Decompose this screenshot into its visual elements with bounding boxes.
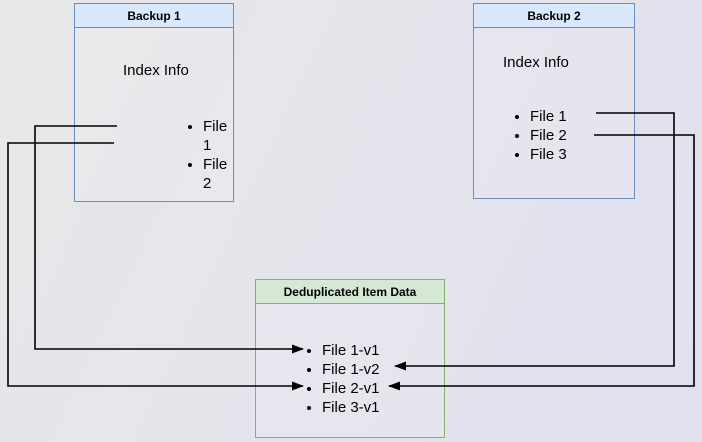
- backup2-file-list: File 1 File 2 File 3: [514, 107, 567, 164]
- list-item: File 3: [530, 145, 567, 164]
- dedup-title: Deduplicated Item Data: [256, 280, 444, 304]
- backup1-index-info-label: Index Info: [123, 62, 189, 79]
- list-item: File 1: [203, 117, 233, 155]
- dedup-item-list: File 1-v1 File 1-v2 File 2-v1 File 3-v1: [306, 341, 380, 417]
- backup1-title: Backup 1: [75, 4, 233, 28]
- backup2-index-info-label: Index Info: [503, 54, 569, 71]
- list-item: File 1: [530, 107, 567, 126]
- list-item: File 3-v1: [322, 398, 380, 417]
- backup2-box: Backup 2 Index Info File 1 File 2 File 3: [473, 3, 635, 199]
- list-item: File 1-v2: [322, 360, 380, 379]
- backup1-file-list: File 1 File 2: [187, 117, 233, 193]
- backup2-title: Backup 2: [474, 4, 634, 28]
- list-item: File 2-v1: [322, 379, 380, 398]
- dedup-box: Deduplicated Item Data File 1-v1 File 1-…: [255, 279, 445, 438]
- list-item: File 2: [203, 155, 233, 193]
- list-item: File 2: [530, 126, 567, 145]
- list-item: File 1-v1: [322, 341, 380, 360]
- backup1-box: Backup 1 Index Info File 1 File 2: [74, 3, 234, 202]
